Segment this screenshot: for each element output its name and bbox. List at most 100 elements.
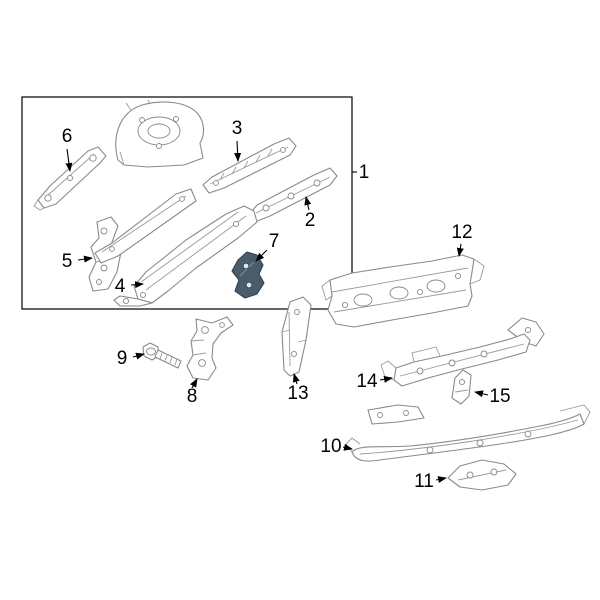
hole bbox=[291, 351, 297, 357]
hole bbox=[139, 117, 145, 123]
part-detail-lines bbox=[101, 195, 187, 253]
part-7-bracket-highlighted bbox=[231, 251, 265, 299]
hole bbox=[466, 471, 474, 479]
callout-arrow-13 bbox=[292, 373, 300, 385]
hole bbox=[96, 279, 102, 285]
hole bbox=[100, 264, 108, 272]
opening bbox=[353, 293, 373, 307]
hole bbox=[100, 227, 108, 235]
callout-label-15: 15 bbox=[489, 386, 510, 407]
callout-arrow-5 bbox=[77, 255, 93, 263]
opening bbox=[389, 286, 409, 300]
end-bracket bbox=[113, 295, 153, 307]
bolt-threads bbox=[159, 352, 178, 366]
hole bbox=[280, 147, 286, 153]
part-detail-lines bbox=[454, 389, 469, 393]
hole bbox=[416, 367, 424, 375]
hole bbox=[44, 194, 52, 202]
part-9-bolt bbox=[142, 342, 182, 369]
opening bbox=[426, 279, 446, 293]
top-bracket bbox=[367, 404, 425, 425]
callout-arrow-12 bbox=[456, 243, 464, 257]
part-detail-lines bbox=[119, 99, 204, 166]
hole bbox=[294, 309, 300, 315]
hole bbox=[448, 359, 456, 367]
callout-arrow-7 bbox=[255, 249, 268, 262]
bolt-shank bbox=[154, 349, 182, 369]
callout-label-2: 2 bbox=[305, 210, 316, 231]
part-4-side-rail bbox=[113, 205, 258, 307]
hole bbox=[179, 196, 185, 202]
hole bbox=[219, 322, 225, 328]
hole bbox=[242, 262, 250, 270]
hole bbox=[109, 246, 115, 252]
callout-arrow-10 bbox=[342, 443, 353, 451]
hole bbox=[89, 154, 97, 162]
hole bbox=[139, 291, 147, 299]
hole bbox=[66, 174, 74, 182]
part-outline bbox=[186, 316, 234, 381]
hole bbox=[262, 204, 270, 212]
part-detail-lines bbox=[281, 311, 307, 367]
callout-label-3: 3 bbox=[232, 118, 243, 139]
callout-label-6: 6 bbox=[62, 126, 73, 147]
hole bbox=[156, 143, 162, 149]
part-outline bbox=[94, 188, 197, 264]
callout-arrow-6 bbox=[65, 148, 73, 172]
callout-label-13: 13 bbox=[287, 383, 308, 404]
assembly-box bbox=[21, 96, 353, 310]
hole bbox=[454, 272, 462, 280]
part-2-rail bbox=[248, 167, 338, 223]
hole bbox=[213, 180, 219, 186]
part-upper-side-member bbox=[94, 188, 197, 264]
part-detail-lines bbox=[457, 469, 507, 481]
callout-arrow-2 bbox=[304, 196, 312, 211]
part-12-crossmember bbox=[321, 254, 485, 328]
part-8-bracket bbox=[186, 316, 234, 381]
part-11-plate bbox=[447, 459, 517, 491]
part-detail-lines bbox=[190, 339, 207, 356]
part-detail-lines bbox=[209, 146, 289, 185]
part-outline bbox=[451, 369, 472, 405]
callout-label-8: 8 bbox=[187, 386, 198, 407]
hole bbox=[524, 430, 532, 438]
callout-arrow-11 bbox=[435, 476, 447, 484]
hole bbox=[403, 410, 409, 416]
hole bbox=[173, 116, 179, 122]
callout-label-10: 10 bbox=[320, 436, 341, 457]
hole bbox=[426, 446, 434, 454]
callout-arrow-3 bbox=[234, 140, 242, 162]
callout-label-9: 9 bbox=[117, 348, 128, 369]
callout-label-4: 4 bbox=[115, 276, 126, 297]
hole bbox=[377, 412, 383, 418]
hole bbox=[524, 326, 532, 334]
callout-arrow-8 bbox=[190, 378, 198, 389]
hole bbox=[458, 378, 466, 386]
callout-arrow-15 bbox=[474, 390, 489, 398]
part-15-bracket bbox=[451, 369, 472, 405]
hole bbox=[416, 288, 424, 296]
hole bbox=[480, 350, 488, 358]
hole bbox=[198, 359, 206, 367]
part-detail-lines bbox=[321, 258, 485, 313]
callout-arrow-14 bbox=[379, 375, 393, 383]
callout-label-1: 1 bbox=[359, 162, 370, 183]
hole bbox=[122, 297, 130, 305]
callout-label-11: 11 bbox=[414, 471, 434, 492]
strut-tower-inner bbox=[147, 123, 171, 139]
callout-label-5: 5 bbox=[62, 251, 73, 272]
part-detail-lines bbox=[140, 211, 247, 291]
hole bbox=[313, 179, 321, 187]
hole bbox=[201, 326, 209, 334]
callout-label-14: 14 bbox=[356, 371, 378, 392]
callout-arrow-4 bbox=[130, 281, 144, 289]
callout-label-12: 12 bbox=[451, 222, 472, 243]
hole bbox=[245, 281, 253, 289]
part-wheelhouse bbox=[115, 99, 205, 168]
hole bbox=[287, 192, 295, 200]
part-6-bracket bbox=[33, 146, 107, 211]
callout-arrow-9 bbox=[132, 352, 145, 360]
part-outline-highlighted bbox=[231, 251, 265, 299]
